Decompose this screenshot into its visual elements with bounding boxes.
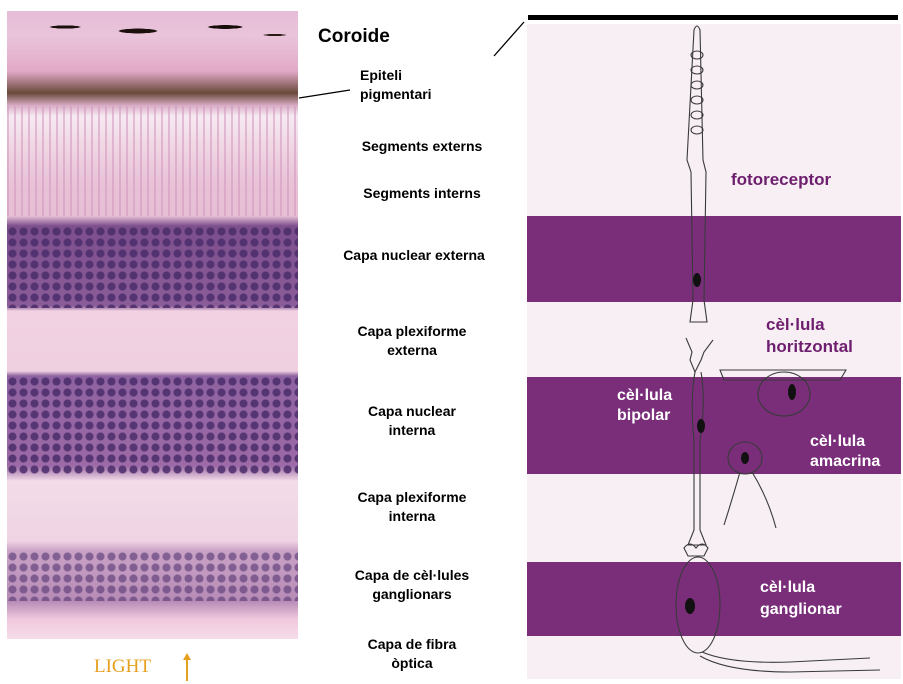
outer-nuclear-texture bbox=[7, 226, 298, 308]
retina-micrograph bbox=[7, 11, 298, 639]
label-capa-nuclear-externa: Capa nuclear externa bbox=[312, 246, 516, 265]
inner-nuclear-texture bbox=[7, 376, 298, 476]
band-ganglion bbox=[527, 562, 901, 636]
label-coroide: Coroide bbox=[318, 26, 390, 48]
label-fotoreceptor: fotoreceptor bbox=[731, 170, 831, 190]
light-arrow-icon bbox=[181, 653, 193, 683]
band-outer-nuclear bbox=[527, 216, 901, 302]
photoreceptor-segments-texture bbox=[7, 106, 298, 216]
choroid-line bbox=[528, 15, 898, 20]
coroide-pointer-line bbox=[494, 22, 524, 56]
choroid-pigment bbox=[7, 11, 298, 51]
label-segments-interns: Segments interns bbox=[320, 184, 524, 203]
label-segments-externs: Segments externs bbox=[320, 137, 524, 156]
ganglion-texture bbox=[7, 551, 298, 601]
light-label: LIGHT bbox=[94, 656, 151, 678]
epiteli-pointer-line bbox=[299, 90, 350, 98]
